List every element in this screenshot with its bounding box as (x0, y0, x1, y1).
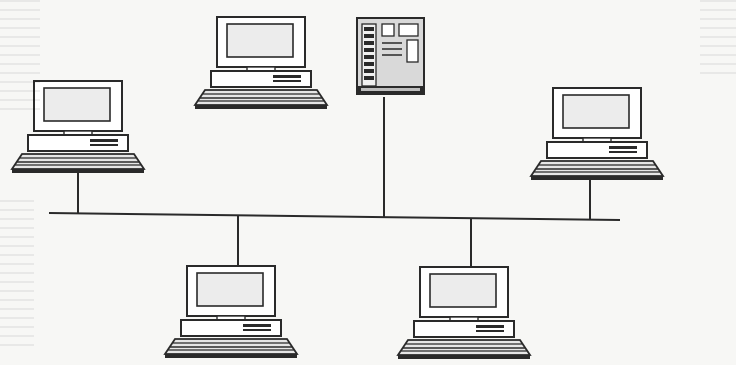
bus-backbone (49, 213, 620, 220)
workstation-bottom-right-icon (398, 267, 530, 359)
scan-margin-right (700, 0, 736, 80)
workstation-right-icon (531, 88, 663, 180)
scan-margin-left (0, 0, 40, 110)
figure-caption (224, 0, 524, 4)
workstation-top-icon (195, 17, 327, 109)
scan-margin-left-lower (0, 200, 34, 350)
workstation-bottom-left-icon (165, 266, 297, 358)
server-icon (357, 18, 424, 94)
